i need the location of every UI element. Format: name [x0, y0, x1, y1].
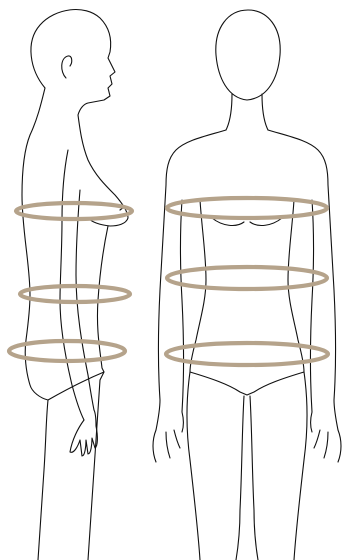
front-shoulder-left	[166, 130, 226, 185]
front-view-tapes	[166, 198, 328, 365]
side-back-outline	[22, 88, 48, 560]
front-leg-left-inner	[236, 396, 244, 560]
front-leg-left-outer	[187, 372, 200, 560]
side-front-leg	[88, 380, 100, 560]
front-neck-left	[226, 94, 232, 130]
front-arm-left-outer	[156, 185, 166, 430]
side-view-tapes	[9, 203, 132, 361]
front-leg-right-outer	[294, 372, 307, 560]
front-head-outline	[216, 10, 280, 100]
front-arm-left-inner	[181, 200, 184, 412]
front-shoulder-right	[268, 130, 328, 185]
front-leg-right-inner	[250, 396, 258, 560]
front-arm-right-outer	[328, 185, 338, 430]
front-arm-right-inner	[311, 200, 314, 412]
front-underwear	[190, 372, 304, 395]
side-head-outline	[31, 10, 115, 115]
front-hip-tape	[166, 343, 328, 365]
side-hip-tape	[9, 341, 125, 361]
front-waist-tape	[167, 267, 327, 289]
side-bust-tape	[16, 203, 132, 219]
side-underwear	[48, 372, 104, 400]
front-bust-tape	[167, 198, 327, 218]
front-neck-right	[262, 94, 268, 130]
side-waist-tape	[20, 286, 130, 302]
side-hand	[70, 410, 97, 456]
side-ear	[62, 56, 72, 78]
